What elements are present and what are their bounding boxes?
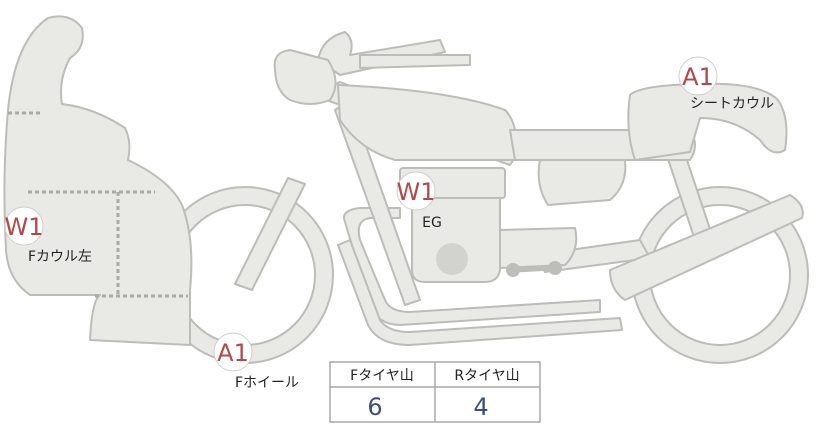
front-cowl-left xyxy=(3,15,193,346)
badge-grade: A1 xyxy=(217,339,249,367)
engine-crankcase xyxy=(499,227,578,269)
badge-grade: A1 xyxy=(682,63,714,91)
part-label: Fホイール xyxy=(235,375,299,391)
headlight xyxy=(273,49,337,105)
handlebar-grip xyxy=(359,54,471,69)
badge-circle xyxy=(213,332,253,372)
marker-front-wheel: A1 Fホイール xyxy=(213,332,299,391)
part-label: Fカウル左 xyxy=(28,249,92,265)
front-fork xyxy=(234,177,306,291)
engine-dial xyxy=(436,243,468,275)
handlebar xyxy=(317,31,446,76)
exhaust-pipe-lower xyxy=(337,239,623,346)
exhaust-pipe-upper xyxy=(343,207,601,326)
footpeg-rod xyxy=(514,265,554,273)
part-label: EG xyxy=(422,215,442,231)
engine-block xyxy=(411,197,501,283)
rear-tire-value: 4 xyxy=(473,393,488,421)
tire-tread-table: Fタイヤ山 Rタイヤ山 6 4 xyxy=(329,361,541,423)
badge-circle xyxy=(4,206,44,246)
rear-tire-header: Rタイヤ山 xyxy=(454,368,519,384)
badge-circle xyxy=(678,56,718,96)
badge-grade: W1 xyxy=(397,178,436,206)
rear-fender xyxy=(609,194,804,301)
badge-grade: W1 xyxy=(5,213,44,241)
front-tire-header: Fタイヤ山 xyxy=(350,368,414,384)
marker-front-cowl-left: W1 Fカウル左 xyxy=(4,206,92,265)
fuel-tank xyxy=(337,84,518,161)
side-cover xyxy=(537,159,627,206)
marker-engine: W1 EG xyxy=(396,171,442,231)
marker-seat-cowl: A1 シートカウル xyxy=(678,56,774,112)
part-label: シートカウル xyxy=(690,96,774,112)
footpeg-right xyxy=(548,261,562,275)
footpeg-left xyxy=(506,263,520,277)
front-tire-value: 6 xyxy=(367,393,382,421)
badge-circle xyxy=(396,171,436,211)
